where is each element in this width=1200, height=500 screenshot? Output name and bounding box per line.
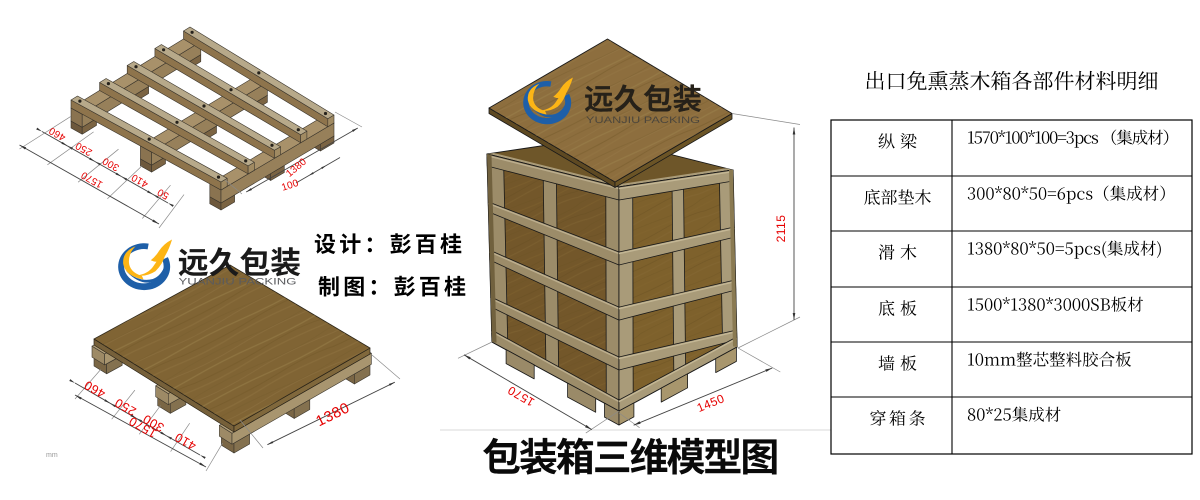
svg-text:50: 50: [155, 186, 171, 201]
svg-text:2115: 2115: [774, 215, 788, 243]
svg-text:100: 100: [280, 178, 300, 194]
svg-text:YUANJIU PACKING: YUANJIU PACKING: [179, 277, 297, 287]
svg-text:YUANJIU PACKING: YUANJIU PACKING: [586, 115, 700, 125]
svg-text:mm: mm: [46, 452, 58, 459]
